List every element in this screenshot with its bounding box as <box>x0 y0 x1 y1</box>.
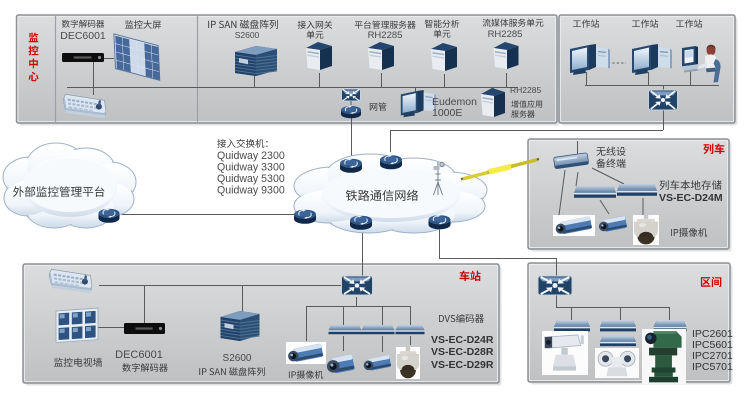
svg-text:IPC5601: IPC5601 <box>692 339 733 351</box>
svg-text:Quidway 5300: Quidway 5300 <box>217 173 285 185</box>
svg-text:S2600: S2600 <box>235 30 260 40</box>
svg-text:DEC6001: DEC6001 <box>60 30 106 42</box>
svg-text:RH2285: RH2285 <box>368 30 403 41</box>
svg-text:1000E: 1000E <box>432 107 462 119</box>
svg-text:Quidway 3300: Quidway 3300 <box>217 162 285 174</box>
svg-text:Quidway 2300: Quidway 2300 <box>217 150 285 162</box>
svg-text:Eudemon: Eudemon <box>432 96 477 108</box>
svg-text:VS-EC-D29R: VS-EC-D29R <box>431 359 494 371</box>
svg-text:VS-EC-D24R: VS-EC-D24R <box>431 334 494 346</box>
svg-text:S2600: S2600 <box>223 353 252 364</box>
svg-text:RH2285: RH2285 <box>488 29 523 40</box>
svg-text:IPC5701: IPC5701 <box>692 361 733 373</box>
svg-text:VS-EC-D24M: VS-EC-D24M <box>659 192 723 204</box>
svg-text:RH2285: RH2285 <box>510 85 541 95</box>
svg-text:VS-EC-D28R: VS-EC-D28R <box>431 346 494 358</box>
svg-text:DEC6001: DEC6001 <box>115 349 163 361</box>
svg-text:IPC2601: IPC2601 <box>692 328 733 340</box>
svg-text:Quidway 9300: Quidway 9300 <box>217 185 285 197</box>
svg-text:IPC2701: IPC2701 <box>692 350 733 362</box>
